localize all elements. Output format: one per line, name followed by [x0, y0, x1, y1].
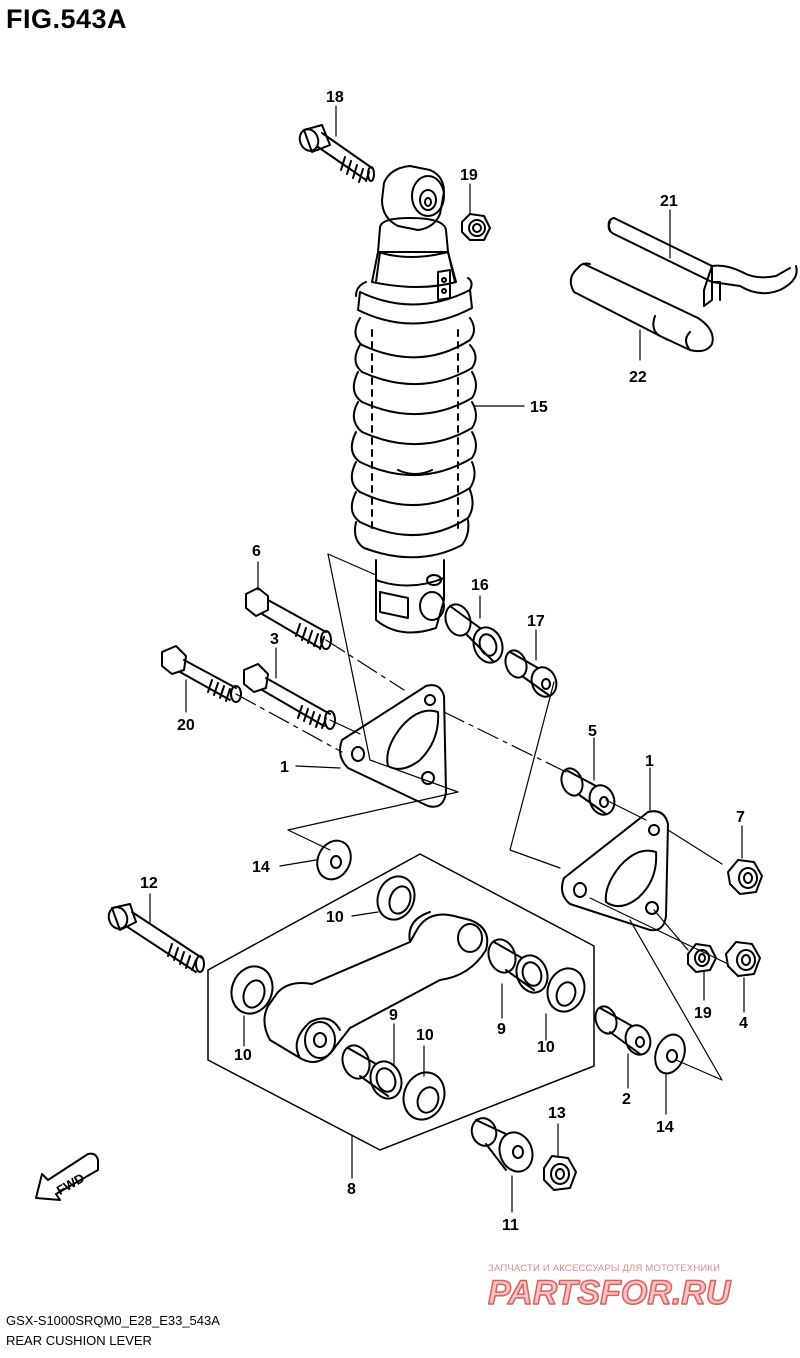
leader-lines [149, 105, 745, 1213]
callout-17: 17 [527, 613, 545, 630]
bearing-16 [444, 603, 504, 664]
callout-11: 11 [502, 1217, 519, 1234]
callout-16: 16 [471, 577, 489, 594]
watermark-tagline: ЗАПЧАСТИ И АКСЕССУАРЫ ДЛЯ МОТОТЕХНИКИ [488, 1263, 721, 1274]
nut-7 [727, 859, 763, 895]
collar-11 [470, 1117, 534, 1173]
bracket-1-left [339, 684, 447, 808]
shock-absorber-15 [350, 165, 477, 634]
watermark-logo: PARTSFOR.RU [487, 1273, 732, 1313]
washer-14-top [316, 839, 352, 881]
bolt-18 [298, 124, 375, 183]
callout-19-top: 19 [460, 167, 478, 184]
nut-13 [543, 1155, 577, 1191]
callout-13: 13 [548, 1105, 566, 1122]
lever-8-assembly [207, 853, 595, 1151]
fwd-label: FWD [54, 1170, 87, 1198]
fwd-arrow: FWD [35, 1152, 99, 1201]
figure-name: REAR CUSHION LEVER [6, 1333, 152, 1348]
callout-12: 12 [140, 875, 158, 892]
callout-9-right: 9 [497, 1021, 506, 1038]
bracket-1-right [561, 810, 669, 932]
callout-9-left: 9 [389, 1007, 398, 1024]
callout-2: 2 [622, 1091, 631, 1108]
watermark-logo-text: PARTSFOR.RU [488, 1274, 732, 1312]
callout-7: 7 [736, 809, 745, 826]
callout-19-lower: 19 [694, 1005, 712, 1022]
callout-1-left: 1 [280, 759, 289, 776]
callout-14-lower: 14 [656, 1119, 674, 1136]
nut-4 [725, 941, 761, 977]
callout-5: 5 [588, 723, 597, 740]
callout-15: 15 [530, 399, 548, 416]
figure-code: GSX-S1000SRQM0_E28_E33_543A [6, 1313, 220, 1328]
figure-title: FIG.543A [6, 4, 128, 34]
spacer-5 [560, 767, 616, 816]
spanner-21 [607, 217, 798, 307]
callout-18: 18 [326, 89, 344, 106]
callout-14-top: 14 [252, 859, 270, 876]
bolt-12 [107, 903, 205, 973]
callout-10-top: 10 [326, 909, 344, 926]
bolt-3 [243, 663, 336, 730]
callout-8: 8 [347, 1181, 356, 1198]
callout-3: 3 [270, 631, 279, 648]
callout-21: 21 [660, 193, 678, 210]
bolt-6 [245, 587, 332, 650]
spacer-17 [504, 649, 558, 698]
callout-10-left: 10 [234, 1047, 252, 1064]
bolt-20 [161, 645, 242, 703]
callout-1-right: 1 [645, 753, 654, 770]
callout-6: 6 [252, 543, 261, 560]
spacer-2 [594, 1005, 652, 1056]
callout-10-right: 10 [537, 1039, 555, 1056]
callout-10-center: 10 [416, 1027, 434, 1044]
callout-4: 4 [739, 1015, 748, 1032]
callout-22: 22 [629, 369, 647, 386]
nut-19-lower [687, 943, 717, 973]
nut-19-top [461, 213, 491, 241]
washer-14-lower [654, 1033, 686, 1075]
handle-22 [569, 262, 714, 353]
assembly-lines [235, 553, 729, 1081]
callout-20: 20 [177, 717, 195, 734]
